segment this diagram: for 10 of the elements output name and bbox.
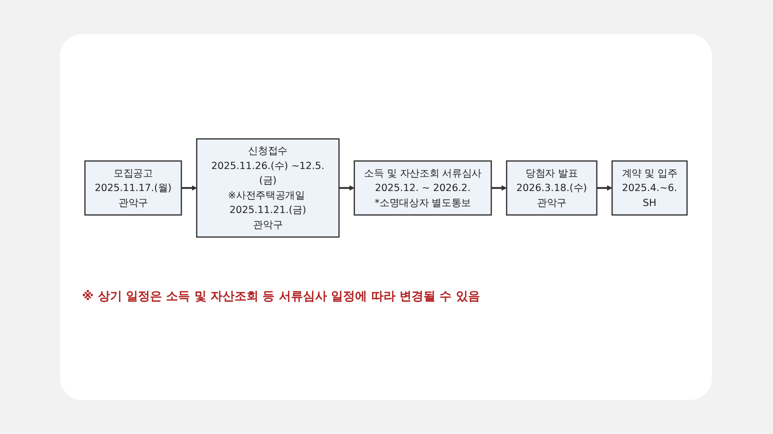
arrow: [596, 184, 612, 190]
arrow: [491, 184, 507, 190]
node-box: 소득 및 자산조회 서류심사 2025.12. ~ 2026.2. *소명대상자 별도통보: [354, 160, 492, 216]
note-text: ※ 상기 일정은 소득 및 자산조회 등 서류심사 일정에 따라 변경될 수 있음: [82, 288, 480, 305]
node-box: 당첨자 발표 2026.3.18.(수) 관악구: [506, 160, 598, 216]
arrow: [181, 184, 197, 190]
arrow: [339, 184, 355, 190]
node-box: 신청접수 2025.11.26.(수) ~12.5.(금) ※사전주택공개일 2025.11.21.(금) 관악구: [196, 138, 340, 238]
node-box: 계약 및 입주 2025.4.~6. SH: [612, 160, 688, 216]
node-box: 모집공고 2025.11.17.(월) 관악구: [84, 160, 182, 216]
